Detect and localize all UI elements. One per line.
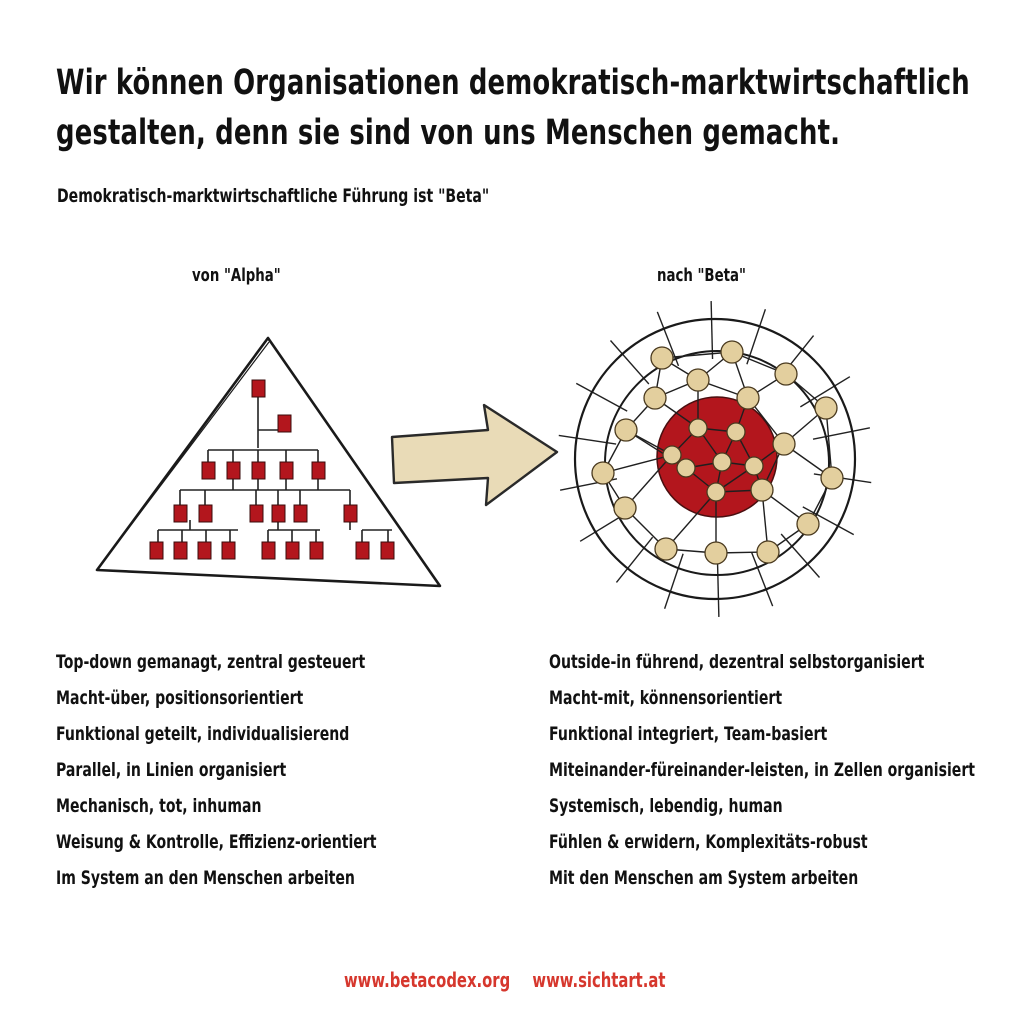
sichtart-link[interactable]: www.sichtart.at bbox=[532, 968, 666, 992]
org-unit-box bbox=[380, 541, 395, 560]
transition-arrow bbox=[390, 403, 559, 507]
network-node bbox=[712, 452, 732, 472]
alpha-item: Im System an den Menschen arbeiten bbox=[56, 867, 355, 889]
network-node bbox=[613, 496, 637, 520]
org-unit-box bbox=[261, 541, 276, 560]
beta-item: Mit den Menschen am System arbeiten bbox=[549, 867, 859, 889]
hierarchy-boxes bbox=[149, 379, 395, 560]
alpha-item: Macht-über, positionsorientiert bbox=[56, 687, 304, 709]
org-unit-box bbox=[271, 504, 286, 523]
network-node bbox=[774, 362, 798, 386]
betacodex-link[interactable]: www.betacodex.org bbox=[344, 968, 511, 992]
org-unit-box bbox=[149, 541, 164, 560]
outer-ring bbox=[573, 317, 857, 601]
beta-item: Fühlen & erwidern, Komplexitäts-robust bbox=[549, 831, 868, 853]
network-node bbox=[750, 478, 774, 502]
beta-item: Miteinander-füreinander-leisten, in Zell… bbox=[549, 759, 975, 781]
network-node bbox=[688, 418, 708, 438]
network-node bbox=[591, 461, 615, 485]
alpha-characteristics: Top-down gemanagt, zentral gesteuert Mac… bbox=[56, 646, 489, 898]
org-unit-box bbox=[279, 461, 294, 480]
org-unit-box bbox=[251, 379, 266, 398]
org-unit-box bbox=[355, 541, 370, 560]
org-unit-box bbox=[201, 461, 216, 480]
beta-item: Funktional integriert, Team-basiert bbox=[549, 723, 828, 745]
hierarchy-lines bbox=[157, 392, 392, 542]
alpha-label: von "Alpha" bbox=[192, 265, 281, 286]
beta-characteristics: Outside-in führend, dezentral selbstorga… bbox=[549, 646, 1030, 898]
network-nodes bbox=[591, 340, 844, 565]
network-node bbox=[662, 445, 682, 465]
network-node bbox=[736, 386, 760, 410]
org-unit-box bbox=[198, 504, 213, 523]
org-unit-box bbox=[197, 541, 212, 560]
beta-item: Systemisch, lebendig, human bbox=[549, 795, 783, 817]
org-unit-box bbox=[277, 414, 292, 433]
org-unit-box bbox=[249, 504, 264, 523]
beta-network bbox=[558, 301, 872, 617]
org-unit-box bbox=[173, 541, 188, 560]
network-node bbox=[654, 537, 678, 561]
org-unit-box bbox=[343, 504, 358, 523]
org-unit-box bbox=[251, 461, 266, 480]
org-unit-box bbox=[309, 541, 324, 560]
network-node bbox=[744, 456, 764, 476]
network-node bbox=[720, 340, 744, 364]
network-node bbox=[756, 540, 780, 564]
headline: Wir können Organisationen demokratisch-m… bbox=[56, 63, 970, 153]
subheadline: Demokratisch-marktwirtschaftliche Führun… bbox=[57, 185, 490, 207]
network-node bbox=[796, 512, 820, 536]
org-unit-box bbox=[311, 461, 326, 480]
network-node bbox=[643, 386, 667, 410]
beta-item: Macht-mit, könnensorientiert bbox=[549, 687, 783, 709]
alpha-item: Weisung & Kontrolle, Effizienz-orientier… bbox=[56, 831, 377, 853]
beta-label: nach "Beta" bbox=[657, 265, 746, 286]
network-node bbox=[614, 418, 638, 442]
alpha-item: Top-down gemanagt, zentral gesteuert bbox=[56, 651, 366, 673]
network-node bbox=[650, 346, 674, 370]
org-unit-box bbox=[226, 461, 241, 480]
alpha-pyramid bbox=[95, 336, 442, 588]
network-node bbox=[704, 541, 728, 565]
alpha-item: Parallel, in Linien organisiert bbox=[56, 759, 287, 781]
network-node bbox=[814, 396, 838, 420]
footer-links: www.betacodex.org www.sichtart.at bbox=[344, 966, 665, 994]
org-unit-box bbox=[221, 541, 236, 560]
network-node bbox=[686, 368, 710, 392]
network-node bbox=[820, 466, 844, 490]
alpha-item: Mechanisch, tot, inhuman bbox=[56, 795, 262, 817]
org-unit-box bbox=[293, 504, 308, 523]
network-node bbox=[706, 482, 726, 502]
beta-item: Outside-in führend, dezentral selbstorga… bbox=[549, 651, 925, 673]
alpha-item: Funktional geteilt, individualisierend bbox=[56, 723, 350, 745]
network-node bbox=[726, 422, 746, 442]
org-unit-box bbox=[285, 541, 300, 560]
org-unit-box bbox=[173, 504, 188, 523]
network-node bbox=[676, 458, 696, 478]
network-node bbox=[772, 432, 796, 456]
